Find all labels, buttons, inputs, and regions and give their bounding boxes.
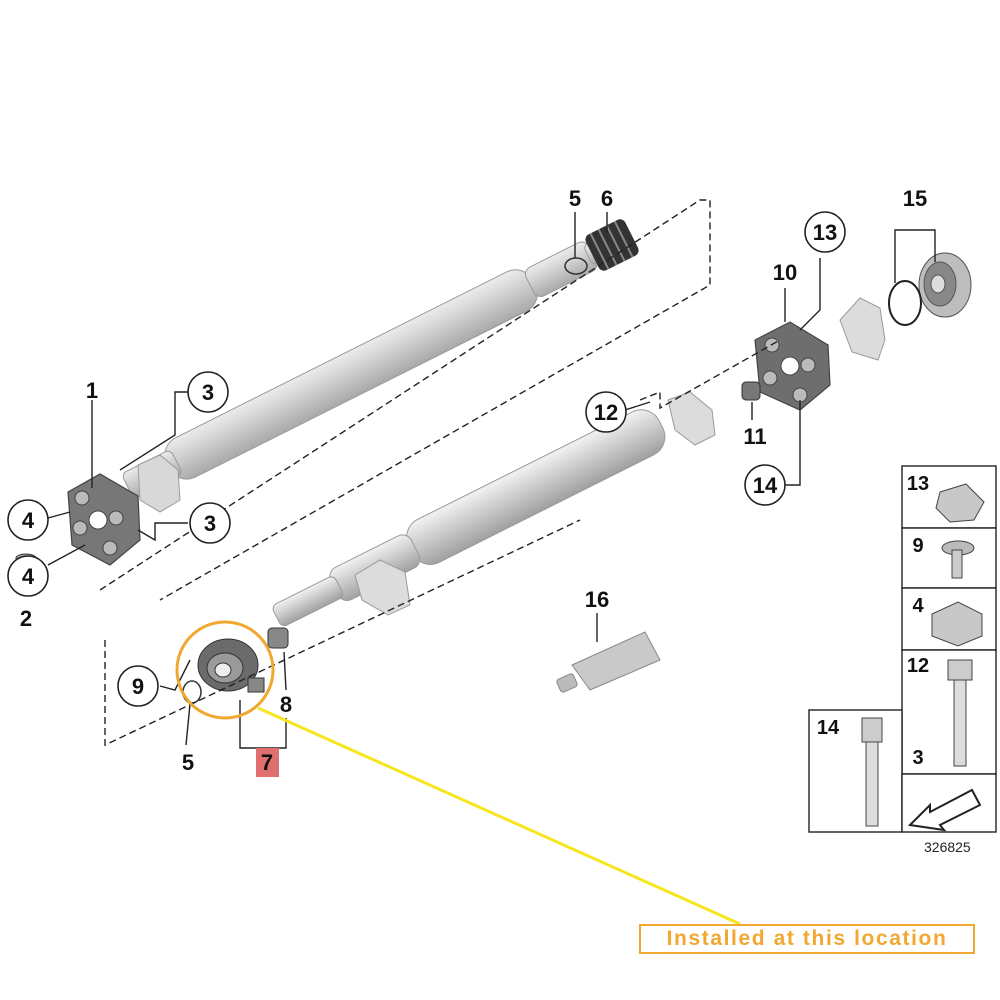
hex-nut-icon	[931, 601, 983, 647]
arrow-icon	[907, 788, 982, 832]
torx-bolt-icon	[861, 717, 883, 827]
output-flange	[839, 297, 886, 361]
legend-14: 14	[817, 717, 840, 739]
label-circles	[7, 211, 846, 707]
fastener-legend: 13 9 4 12 3 14	[808, 465, 997, 833]
vibration-damper	[585, 219, 639, 271]
diagram-code: 326825	[924, 839, 971, 855]
label-6: 6	[601, 186, 613, 211]
hex-bolt-icon	[947, 659, 973, 767]
legend-9: 9	[912, 535, 923, 557]
installed-location-callout: Installed at this location	[639, 924, 975, 954]
label-5-bottom: 5	[182, 750, 194, 775]
assembly-lines	[25, 199, 936, 749]
lock-nut-icon	[935, 483, 985, 523]
label-12: 12	[594, 400, 618, 425]
label-14: 14	[753, 473, 778, 498]
highlight-box-7	[256, 748, 279, 777]
flex-disc-front	[67, 473, 141, 566]
label-4-top: 4	[22, 508, 35, 533]
label-3-top: 3	[202, 380, 214, 405]
label-2: 2	[20, 606, 32, 631]
flex-disc-rear	[754, 321, 831, 411]
label-4-bottom: 4	[22, 564, 35, 589]
centering-flange	[888, 252, 972, 326]
label-10: 10	[773, 260, 797, 285]
centering-sleeve	[741, 381, 761, 401]
label-8: 8	[280, 692, 292, 717]
label-9: 9	[132, 674, 144, 699]
rear-driveshaft	[272, 391, 716, 627]
label-3-bottom: 3	[204, 511, 216, 536]
label-1: 1	[86, 378, 98, 403]
label-11: 11	[743, 424, 766, 449]
highlight-circle	[175, 620, 275, 720]
center-bearing	[197, 627, 289, 693]
grease-tube	[556, 631, 661, 693]
label-13: 13	[813, 220, 837, 245]
legend-12: 12	[907, 655, 929, 677]
legend-4: 4	[912, 595, 924, 617]
legend-3: 3	[912, 747, 923, 769]
legend-13: 13	[907, 473, 929, 495]
label-15: 15	[903, 186, 927, 211]
label-7: 7	[261, 750, 273, 775]
o-ring-upper	[564, 257, 588, 275]
label-5-top: 5	[569, 186, 581, 211]
label-16: 16	[585, 587, 609, 612]
callout-pointer-line	[257, 706, 741, 926]
hex-bolt-flange-icon	[941, 540, 975, 579]
